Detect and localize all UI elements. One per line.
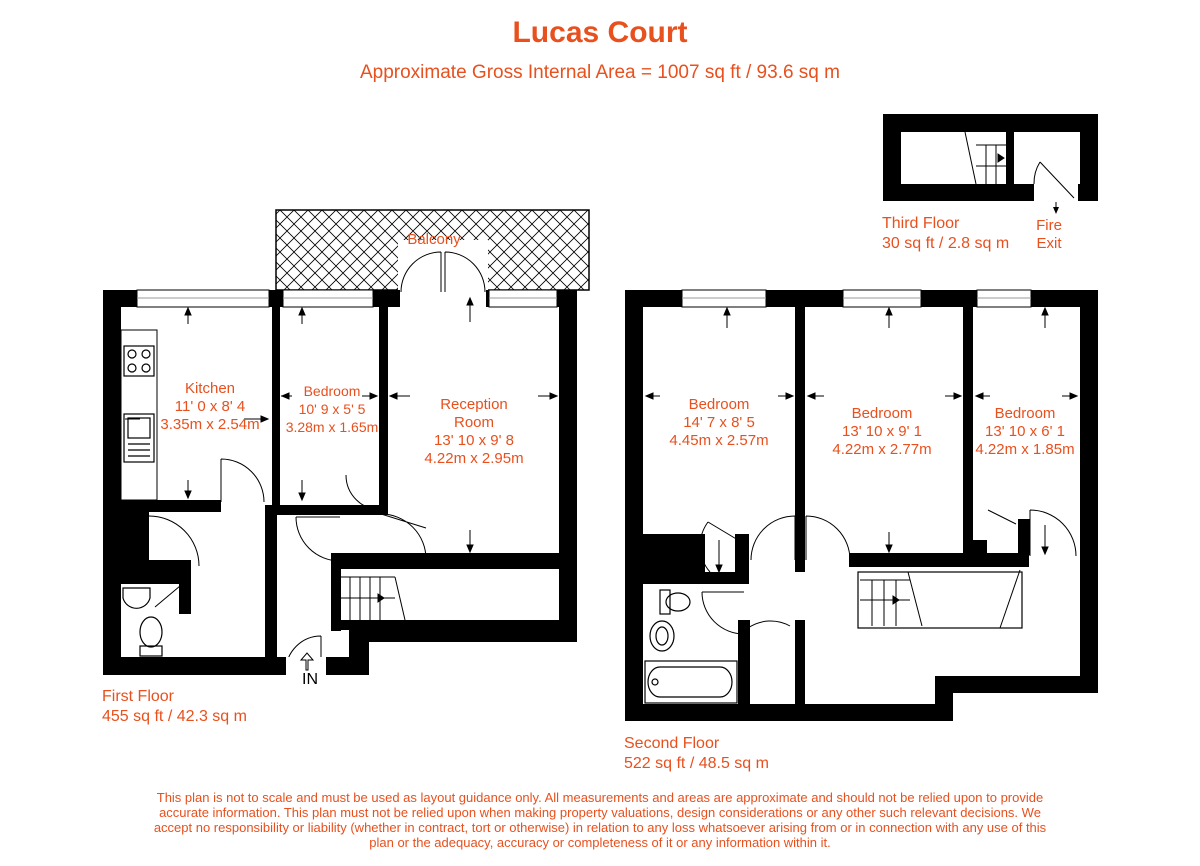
plan-title: Lucas Court xyxy=(512,16,688,49)
reception-name: Reception xyxy=(440,396,508,413)
bedroom-metric: 4.45m x 2.57m xyxy=(669,432,769,449)
reception-label: Reception Room 13' 10 x 9' 8 4.22m x 2.9… xyxy=(404,396,544,468)
floor-area: 30 sq ft / 2.8 sq m xyxy=(882,235,1010,252)
bedroom-label-first: Bedroom 10' 9 x 5' 5 3.28m x 1.65m xyxy=(280,382,384,436)
fire-exit-line-2: Exit xyxy=(1036,235,1062,252)
toilet-icon xyxy=(139,616,163,657)
bath-icon xyxy=(644,660,738,704)
sink-icon xyxy=(123,413,155,463)
balcony-label: Balcony xyxy=(407,231,461,248)
third-floor-stairs xyxy=(964,131,1006,185)
basin-icon xyxy=(649,620,675,652)
bedroom-label-second-1: Bedroom 14' 7 x 8' 5 4.45m x 2.57m xyxy=(660,396,778,450)
dimension-arrows xyxy=(644,306,1079,574)
first-floor-plan xyxy=(103,209,590,675)
third-floor-label: Third Floor 30 sq ft / 2.8 sq m xyxy=(882,214,1009,254)
floor-name: Third Floor xyxy=(882,215,960,232)
toilet-icon xyxy=(659,589,691,615)
floor-name: Second Floor xyxy=(624,735,720,752)
bedroom-metric: 4.22m x 1.85m xyxy=(975,441,1075,458)
disclaimer-text: This plan is not to scale and must be us… xyxy=(153,790,1047,850)
fire-exit-arrow-icon xyxy=(1053,207,1059,214)
fire-exit-line-1: Fire xyxy=(1036,217,1062,234)
reception-name-2: Room xyxy=(453,414,494,431)
bedroom-imperial: 13' 10 x 6' 1 xyxy=(985,423,1065,440)
bedroom-imperial: 13' 10 x 9' 1 xyxy=(842,423,922,440)
gross-area-subtitle: Approximate Gross Internal Area = 1007 s… xyxy=(359,62,840,83)
bedroom-label-second-2: Bedroom 13' 10 x 9' 1 4.22m x 2.77m xyxy=(822,405,942,459)
fire-exit-label: Fire Exit xyxy=(1026,217,1072,253)
basin-icon xyxy=(122,587,151,609)
entrance-arrow-icon xyxy=(299,652,315,671)
hob-icon xyxy=(123,345,155,377)
kitchen-name: Kitchen xyxy=(184,380,236,397)
bedroom-metric: 4.22m x 2.77m xyxy=(832,441,932,458)
second-floor-stairs xyxy=(860,569,1021,629)
floor-area: 455 sq ft / 42.3 sq m xyxy=(102,708,247,725)
reception-metric: 4.22m x 2.95m xyxy=(424,450,524,467)
bedroom-imperial: 14' 7 x 8' 5 xyxy=(683,414,755,431)
second-floor-plan xyxy=(625,289,1098,721)
bedroom-name: Bedroom xyxy=(851,405,913,422)
kitchen-imperial: 11' 0 x 8' 4 xyxy=(174,398,246,415)
bedroom-metric: 3.28m x 1.65m xyxy=(285,419,379,435)
third-floor-plan xyxy=(883,114,1098,214)
floor-area: 522 sq ft / 48.5 sq m xyxy=(624,755,769,772)
bedroom-name: Bedroom xyxy=(303,383,361,399)
first-floor-label: First Floor 455 sq ft / 42.3 sq m xyxy=(102,687,247,727)
kitchen-metric: 3.35m x 2.54m xyxy=(160,416,260,433)
bedroom-label-second-3: Bedroom 13' 10 x 6' 1 4.22m x 1.85m xyxy=(966,405,1084,459)
first-floor-stairs xyxy=(341,576,406,621)
floor-name: First Floor xyxy=(102,688,174,705)
bedroom-imperial: 10' 9 x 5' 5 xyxy=(298,401,366,417)
fire-exit-door xyxy=(1033,161,1075,199)
dimension-arrows xyxy=(125,296,559,554)
bedroom-name: Bedroom xyxy=(688,396,750,413)
bedroom-name: Bedroom xyxy=(994,405,1056,422)
reception-imperial: 13' 10 x 9' 8 xyxy=(434,432,514,449)
second-floor-outer-wall xyxy=(625,290,1098,721)
kitchen-label: Kitchen 11' 0 x 8' 4 3.35m x 2.54m xyxy=(155,380,265,434)
entrance-label: IN xyxy=(302,671,318,688)
second-floor-label: Second Floor 522 sq ft / 48.5 sq m xyxy=(624,734,769,774)
